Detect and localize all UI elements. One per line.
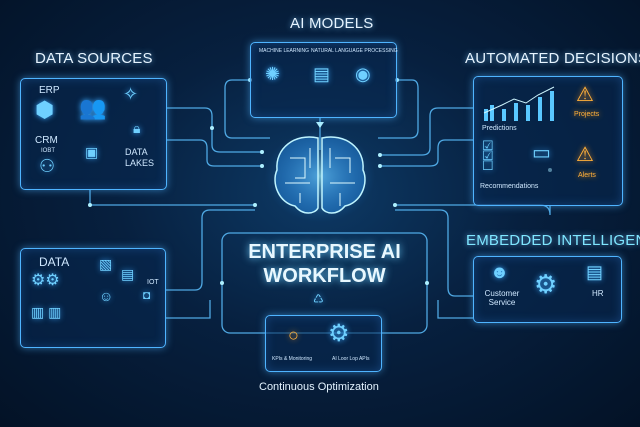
- lock-icon: 🔒︎: [133, 120, 141, 136]
- hr-label: HR: [592, 289, 604, 298]
- projects-label: Projects: [574, 111, 600, 118]
- iot-label: IOT: [147, 279, 159, 286]
- data-lakes-label: DATA LAKES: [125, 147, 155, 168]
- checklist-icon: ☑☑☐: [482, 138, 494, 173]
- hexagon-cluster-icon: ⬢: [35, 97, 55, 122]
- automated-decisions-panel: Predictions ☑☑☐ ▭ Recommendations ⚠ Proj…: [473, 76, 623, 206]
- customer-service-label: Customer Service: [484, 289, 520, 307]
- monitor-icon: ▤: [121, 266, 135, 282]
- data-sources-title: DATA SOURCES: [35, 50, 153, 67]
- bar-chart-small-icon: ▥ ▥: [31, 304, 62, 320]
- workflow-title: ENTERPRISE AI WORKFLOW: [222, 240, 427, 288]
- device-icon: ◘: [143, 288, 151, 302]
- workflow-title-line1: ENTERPRISE AI: [248, 241, 401, 263]
- id-card-icon: ▤: [586, 262, 604, 282]
- recommendations-label: Recommendations: [480, 183, 539, 190]
- gears-icon: ⚙⚙: [31, 272, 60, 289]
- data-title: DATA: [39, 255, 70, 269]
- ai-models-title: AI MODELS: [290, 15, 374, 32]
- document-icon: ▤: [313, 64, 331, 84]
- data-sources-panel: ERP ⬢ 👥 ✧ CRM IOBT ⚇ ▣ 🔒︎ DATA LAKES: [20, 78, 167, 190]
- eye-icon: ◉: [355, 64, 371, 84]
- machine-learning-label: MACHINE LEARNING: [259, 48, 310, 54]
- erp-label: ERP: [39, 85, 60, 96]
- neural-network-icon: ✺: [265, 64, 281, 84]
- nlp-label: NATURAL LANGUAGE PROCESSING: [311, 48, 398, 54]
- embedded-intelligence-panel: ☻ Customer Service ⚙ ▤ HR: [473, 256, 622, 323]
- users-icon: 👥: [79, 95, 107, 120]
- face-icon: ☺: [99, 288, 114, 304]
- gear-loop-icon: ⚙: [328, 320, 350, 347]
- alerts-label: Alerts: [578, 172, 596, 179]
- recycle-icon: ♺: [313, 292, 324, 306]
- support-agent-icon: ☻: [490, 262, 509, 282]
- rating-card-icon: ▭: [532, 142, 551, 164]
- crm-label: CRM: [35, 135, 58, 146]
- bar-chart-icon: [483, 86, 555, 121]
- alert-icon: ⚠: [576, 144, 594, 166]
- iobt-label: IOBT: [41, 148, 56, 154]
- optimization-panel: ○ ⚙ KPIs & Monitoring AI Loor Lop APIs: [265, 315, 382, 372]
- warning-icon: ⚠: [576, 84, 594, 106]
- workflow-title-line2: WORKFLOW: [263, 265, 386, 287]
- continuous-optimization-caption: Continuous Optimization: [259, 381, 379, 393]
- automated-decisions-title: AUTOMATED DECISIONS: [465, 50, 640, 67]
- data-panel: DATA ⚙⚙ ▥ ▥ ▧ ☺ ▤ IOT ◘: [20, 248, 166, 348]
- ai-models-panel: MACHINE LEARNING NATURAL LANGUAGE PROCES…: [250, 42, 398, 118]
- predictions-label: Predictions: [482, 125, 517, 132]
- network-icon: ✧: [123, 84, 139, 104]
- embedded-intelligence-title: EMBEDDED INTELLIGENCE: [466, 232, 640, 249]
- brain-icon: [265, 130, 375, 222]
- ai-loop-label: AI Loor Lop APIs: [332, 356, 370, 362]
- kpis-label: KPIs & Monitoring: [272, 356, 313, 362]
- people-icon: ⚇: [39, 156, 56, 176]
- monitoring-ring-icon: ○: [288, 325, 299, 345]
- chart-icon: ▣: [85, 144, 99, 160]
- tablet-icon: ▧: [99, 256, 113, 272]
- gear-icon: ⚙: [534, 269, 558, 299]
